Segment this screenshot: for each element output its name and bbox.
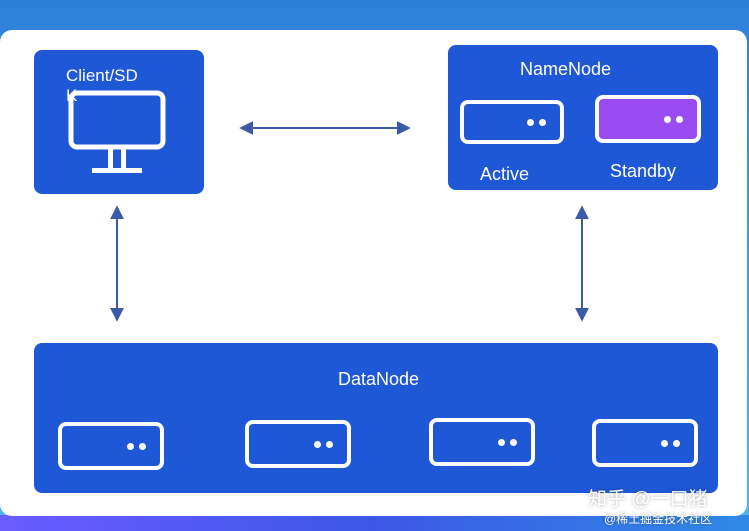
watermark-text: 知乎 @一口猪 — [588, 489, 708, 510]
status-dot — [527, 118, 534, 126]
status-dot — [139, 442, 146, 450]
connector-arrows — [110, 121, 589, 322]
status-dot — [127, 442, 134, 450]
client-title: Client/SD — [66, 66, 138, 85]
status-dot — [673, 439, 680, 447]
status-dot — [326, 440, 333, 448]
status-dot — [676, 115, 683, 123]
namenode-title: NameNode — [520, 59, 612, 79]
namenode-active-server — [460, 100, 564, 144]
datanode-panel: DataNode — [34, 343, 718, 493]
datanode-title: DataNode — [338, 369, 420, 389]
status-dot — [661, 439, 668, 447]
status-dot — [314, 440, 321, 448]
datanode-server — [429, 418, 535, 466]
datanode-server — [245, 420, 351, 468]
monitor-icon — [68, 90, 166, 173]
status-dot — [664, 115, 671, 123]
watermark-subtext: @稀土掘金技术社区 — [604, 512, 713, 526]
client-panel: Client/SD K — [34, 50, 204, 194]
namenode-standby-server — [595, 95, 701, 143]
namenode-panel: NameNode Active Standby — [448, 45, 718, 190]
status-dot — [510, 438, 517, 446]
standby-label: Standby — [610, 161, 677, 181]
active-label: Active — [480, 164, 530, 184]
status-dot — [498, 438, 505, 446]
datanode-server — [58, 422, 164, 470]
diagram-canvas: Client/SD K NameNode Active Standby Data… — [0, 30, 747, 516]
datanode-server — [592, 419, 698, 467]
bottom-gradient-strip — [0, 515, 749, 531]
status-dot — [539, 118, 546, 126]
